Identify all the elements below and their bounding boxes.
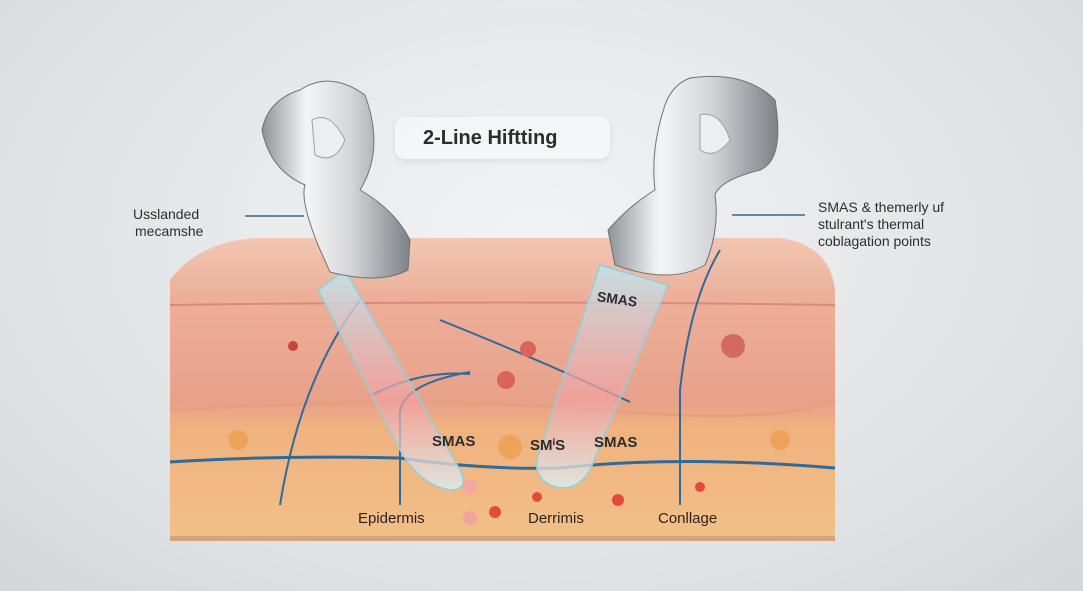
title-bubble <box>395 117 610 159</box>
focal-label-2: SMⁱS <box>530 437 566 454</box>
layer-label-collagen: Conllage <box>658 510 718 527</box>
right-probe <box>535 75 779 489</box>
arrow-right <box>679 249 721 505</box>
particles <box>228 334 790 525</box>
layer-label-epidermis: Epidermis <box>358 510 425 527</box>
left-callout: Usslanded mecamshe <box>133 206 203 240</box>
wave-icon <box>699 113 731 154</box>
left-probe <box>261 80 465 491</box>
right-callout: SMAS & themerly uf stulrant's thermal co… <box>818 199 944 250</box>
right-callout-line-3: coblagation points <box>818 233 931 249</box>
left-callout-line-2: mecamshe <box>135 223 204 239</box>
diagram-title: 2-Line Hiftting <box>423 127 558 149</box>
left-callout-line-1: Usslanded <box>133 206 200 222</box>
wave-icon <box>311 117 346 159</box>
focal-label-3: SMAS <box>594 434 638 451</box>
focal-label-1: SMAS <box>432 433 476 450</box>
right-callout-line-1: SMAS & themerly uf <box>818 199 945 215</box>
layer-label-dermis: Derrimis <box>528 510 584 527</box>
right-callout-line-2: stulrant's thermal <box>818 216 925 232</box>
blue-line <box>169 455 836 470</box>
